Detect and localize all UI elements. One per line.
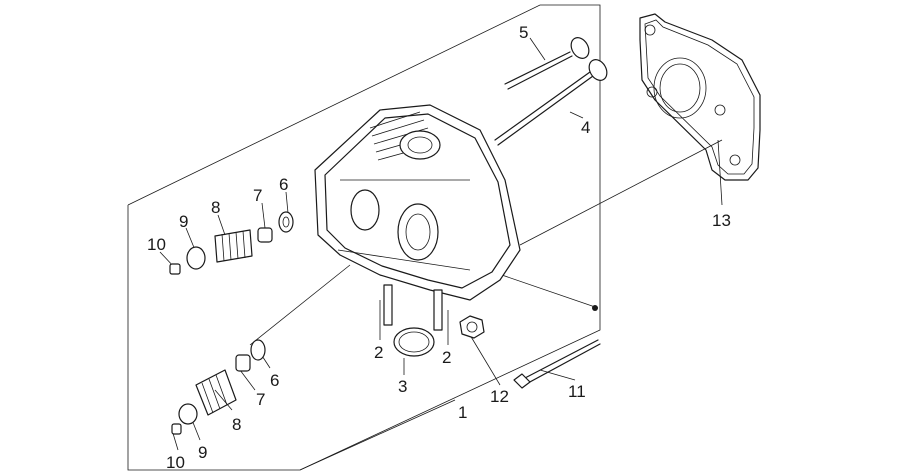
callout-2: 2: [442, 348, 451, 367]
valve-4: [494, 59, 608, 146]
callout-3: 3: [398, 377, 407, 396]
callout-8: 8: [232, 415, 241, 434]
callout-labels: 5 4 13 6 7 8 9 10 2 2 3 12 11 1 6 7 8 9 …: [147, 23, 731, 472]
reference-dot: [592, 305, 598, 311]
callout-9: 9: [198, 443, 207, 462]
callout-10: 10: [147, 235, 166, 254]
callout-6: 6: [270, 371, 279, 390]
callout-7: 7: [253, 186, 262, 205]
assembly-frame: [127, 4, 601, 471]
callout-9: 9: [179, 212, 188, 231]
callout-2: 2: [374, 343, 383, 362]
cylinder-head-1: [314, 104, 521, 331]
callout-7: 7: [256, 390, 265, 409]
valve-train-upper: [169, 211, 294, 275]
valve-train-lower: [171, 339, 266, 435]
o-ring-3: [393, 327, 435, 357]
bolt-11: [513, 339, 601, 389]
nut-12: [459, 315, 485, 339]
callout-10: 10: [166, 453, 185, 472]
callout-1: 1: [458, 403, 467, 422]
callout-6: 6: [279, 175, 288, 194]
callout-12: 12: [490, 387, 509, 406]
callout-11: 11: [568, 382, 586, 401]
callout-5: 5: [519, 23, 528, 42]
valve-5: [504, 37, 590, 90]
callout-4: 4: [581, 118, 590, 137]
callout-13: 13: [712, 211, 731, 230]
head-gasket-13: [639, 13, 761, 181]
callout-8: 8: [211, 198, 220, 217]
